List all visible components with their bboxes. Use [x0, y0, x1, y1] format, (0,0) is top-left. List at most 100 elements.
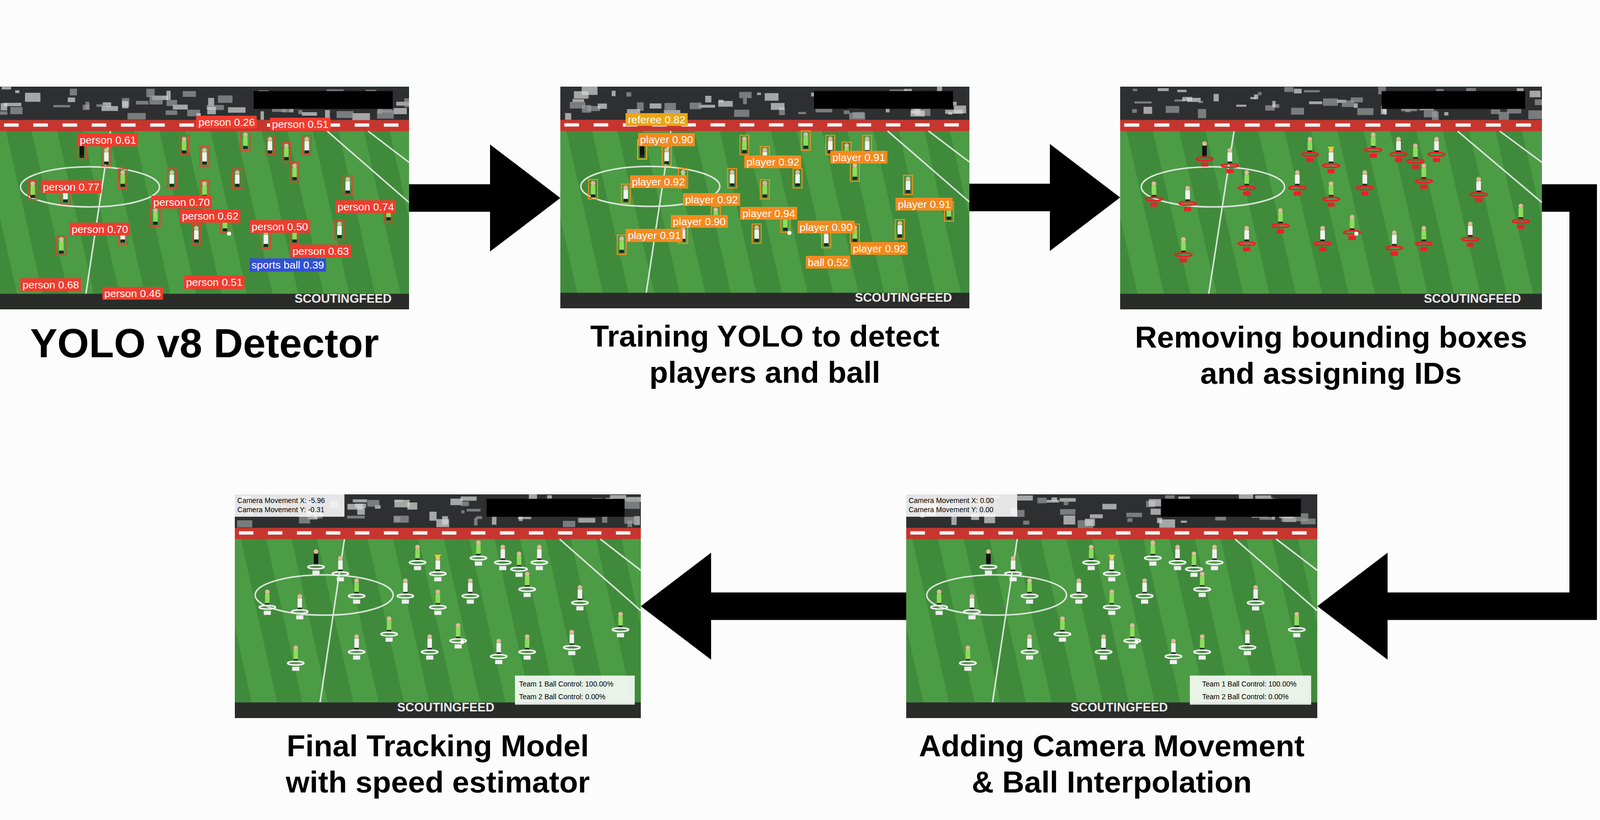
player-legs [267, 150, 273, 154]
advert-mark [354, 123, 370, 127]
stand-seats [1150, 508, 1161, 515]
player-body [590, 185, 596, 196]
pipeline-stage: Adding Camera Movement & Ball Interpolat… [906, 494, 1318, 801]
stands [234, 494, 641, 528]
track-ellipse [1239, 645, 1256, 649]
player-legs [782, 227, 788, 231]
player-body [468, 582, 473, 592]
stand-seats [704, 95, 712, 103]
player-body [1468, 225, 1473, 236]
flow-arrow [640, 552, 907, 660]
player-body [1244, 174, 1250, 185]
track-ellipse [259, 605, 276, 609]
track-id-tag [1327, 169, 1335, 174]
player-figure [332, 555, 349, 582]
ball-control-readout: Team 2 Ball Control: 0.00% [1202, 692, 1289, 701]
player-head [202, 181, 207, 186]
track-id-tag [414, 565, 422, 571]
player-body [1027, 638, 1033, 648]
player-head [1060, 616, 1065, 621]
arrow-shaft [969, 183, 1050, 212]
player-figure [307, 549, 324, 575]
player-figure [1386, 230, 1403, 256]
player-head [202, 147, 207, 153]
stand-seats [1182, 96, 1192, 101]
player-head [664, 147, 669, 153]
track-ellipse [1288, 627, 1306, 632]
track-ellipse [1322, 197, 1340, 201]
advert-mark [710, 123, 726, 127]
bounding-box [760, 179, 770, 200]
track-id-tag [1190, 572, 1198, 577]
halfway-line [1208, 130, 1235, 294]
track-id-tag [1252, 606, 1260, 611]
advert-mark [944, 123, 960, 127]
player-legs [120, 183, 125, 187]
track-id-tag [1394, 157, 1402, 162]
stand-seats [1037, 497, 1047, 504]
stand-seats [69, 88, 77, 96]
advert-mark [1395, 123, 1411, 127]
player-figure [727, 168, 737, 188]
player-head [1362, 170, 1368, 175]
track-ellipse [1179, 201, 1197, 206]
bounding-box [752, 224, 762, 244]
track-ellipse [1196, 156, 1213, 161]
track-ellipse [1054, 632, 1071, 636]
player-body [435, 593, 441, 604]
track-ellipse [1175, 252, 1192, 257]
player-body [1413, 147, 1418, 158]
track-ellipse [291, 609, 309, 614]
track-ellipse [1322, 163, 1340, 168]
bounding-box [265, 135, 275, 155]
player-figure [1194, 634, 1211, 660]
track-id-tag [1141, 599, 1149, 604]
player-head [729, 169, 735, 175]
player-head [619, 236, 625, 241]
halfway-line [319, 538, 345, 702]
stand-seats [1238, 494, 1254, 500]
stand-seats [347, 515, 365, 519]
track-id-tag [568, 651, 576, 656]
track-ellipse [307, 564, 324, 569]
track-ellipse [1005, 571, 1022, 576]
detection-label: person 0.70 [151, 195, 212, 209]
advert-mark [1116, 530, 1131, 535]
watermark: SCOUTINGFEED [854, 290, 953, 306]
player-body [435, 560, 441, 571]
player-figure [519, 571, 536, 598]
player-body [569, 633, 575, 644]
stand-seats [1063, 499, 1069, 505]
advert-mark [62, 123, 78, 127]
player-body [30, 185, 36, 196]
track-ellipse [490, 654, 507, 659]
advert-mark [4, 123, 19, 127]
detection-label: player 0.92 [683, 193, 741, 206]
player-figure [449, 622, 467, 649]
track-ellipse [1470, 192, 1487, 197]
advert-mark [910, 530, 926, 535]
pitch-stripe [366, 534, 433, 718]
pitch [560, 86, 970, 309]
player-figure [289, 162, 300, 182]
pitch-stripe [1468, 126, 1537, 310]
stand-seats [67, 97, 76, 102]
player-head [897, 220, 903, 226]
player-head [297, 593, 303, 599]
player-body [1129, 627, 1135, 637]
track-id-tag [1306, 157, 1314, 162]
player-body [1294, 174, 1300, 185]
detection-label: player 0.92 [850, 241, 908, 255]
track-id-tag [1432, 157, 1441, 162]
player-body [1010, 560, 1016, 571]
stand-seats [547, 495, 552, 499]
track-ellipse [612, 627, 629, 632]
pitch-stripe [1091, 534, 1158, 718]
player-figure [1175, 236, 1192, 263]
arrow-shaft [409, 184, 491, 212]
detection-label: person 0.46 [102, 286, 164, 300]
advert-mark [769, 123, 784, 127]
penalty-line [1235, 538, 1318, 611]
player-head [1129, 622, 1135, 628]
player-head [1329, 181, 1334, 186]
